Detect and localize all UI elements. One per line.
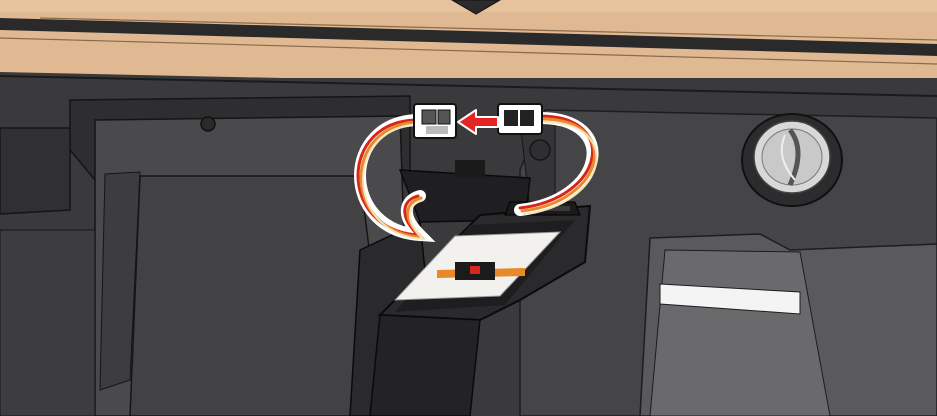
female-connector <box>414 104 456 138</box>
screw-hole <box>201 117 215 131</box>
knob-icon <box>742 114 842 206</box>
male-connector <box>498 104 542 134</box>
printer-lid <box>0 0 937 78</box>
